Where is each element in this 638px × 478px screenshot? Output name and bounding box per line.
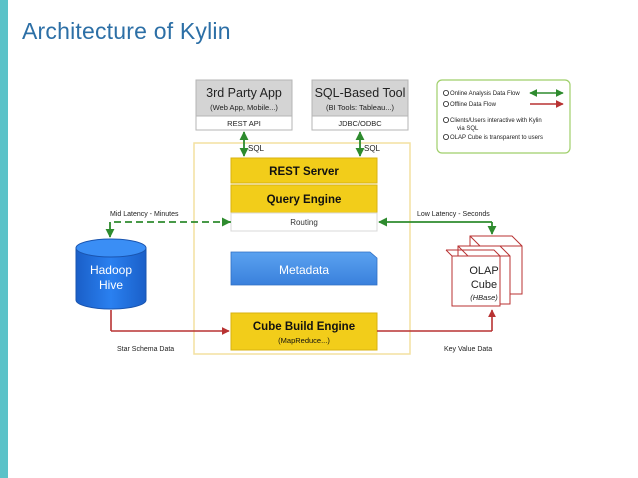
rest-api-label: REST API <box>227 119 261 128</box>
sql-label-left: SQL <box>248 144 265 153</box>
legend-bullet-online <box>442 90 449 97</box>
kylin-frame <box>193 142 411 355</box>
sql-label-right: SQL <box>364 144 381 153</box>
legend-online: Online Analysis Data Flow <box>450 91 520 97</box>
sql-tool-title: SQL-Based Tool <box>315 86 406 100</box>
hadoop-label: Hadoop <box>90 263 132 277</box>
third-party-app-box: 3rd Party App (Web App, Mobile...) REST … <box>195 79 293 131</box>
low-latency-flow <box>378 217 497 235</box>
third-party-title: 3rd Party App <box>206 86 282 100</box>
hadoop-hive-cylinder: Hadoop Hive <box>75 238 147 310</box>
rest-server-block: REST Server <box>230 157 378 184</box>
rest-server-label: REST Server <box>269 166 339 178</box>
cube-build-engine-block: Cube Build Engine (MapReduce...) <box>230 312 378 351</box>
key-value-label: Key Value Data <box>444 346 492 353</box>
metadata-block: Metadata <box>230 251 378 286</box>
slide-title: Architecture of Kylin <box>22 18 231 44</box>
star-schema-flow <box>110 310 230 335</box>
mid-latency-flow <box>105 217 231 238</box>
star-schema-label: Star Schema Data <box>117 346 174 353</box>
hbase-label: (HBase) <box>470 293 498 302</box>
low-latency-label: Low Latency - Seconds <box>417 211 490 218</box>
accent-bar <box>0 0 8 478</box>
legend-clients-line2: via SQL <box>457 126 479 132</box>
mid-latency-label: Mid Latency - Minutes <box>110 211 179 218</box>
third-party-subtitle: (Web App, Mobile...) <box>210 103 278 112</box>
cube-build-sub-label: (MapReduce...) <box>278 336 330 345</box>
legend-olap-transparent: OLAP Cube is transparent to users <box>450 135 543 141</box>
sql-tool-subtitle: (BI Tools: Tableau...) <box>326 103 395 112</box>
olap-label: OLAP <box>469 265 498 277</box>
routing-label: Routing <box>290 218 318 227</box>
olap-cube-stack: OLAP Cube (HBase) <box>445 235 523 307</box>
sql-based-tool-box: SQL-Based Tool (BI Tools: Tableau...) JD… <box>311 79 409 131</box>
routing-block: Routing <box>230 212 378 232</box>
hive-label: Hive <box>99 278 123 292</box>
legend-bullet-clients <box>442 117 449 124</box>
key-value-flow <box>377 309 496 332</box>
metadata-label: Metadata <box>279 263 329 277</box>
legend-box: Online Analysis Data Flow Offline Data F… <box>436 79 571 154</box>
query-engine-label: Query Engine <box>267 194 342 206</box>
jdbc-odbc-label: JDBC/ODBC <box>338 119 382 128</box>
legend-bullet-offline <box>442 101 449 108</box>
query-engine-block: Query Engine <box>230 184 378 214</box>
legend-bullet-olap <box>442 133 449 140</box>
cube-label: Cube <box>471 279 497 291</box>
legend-offline: Offline Data Flow <box>450 102 497 108</box>
cube-build-engine-label: Cube Build Engine <box>253 321 355 333</box>
legend-clients-line1: Clients/Users interactive with Kylin <box>450 118 542 124</box>
